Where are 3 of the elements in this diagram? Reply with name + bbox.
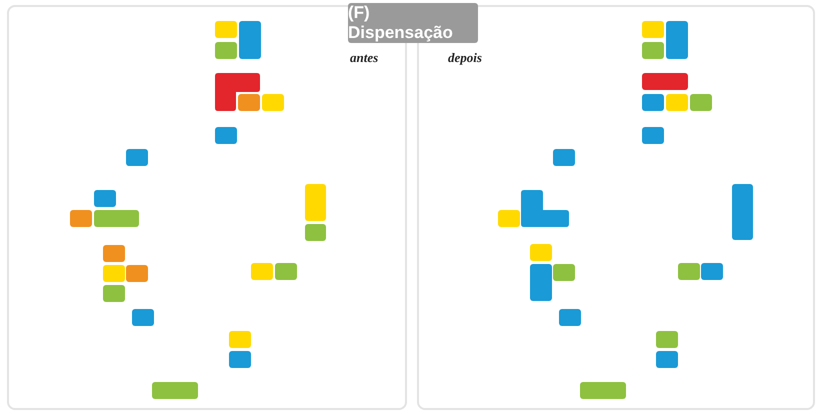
panel-label: antes bbox=[350, 50, 378, 66]
title-tab: (F) Dispensação bbox=[348, 3, 478, 43]
panel-label: depois bbox=[448, 50, 482, 66]
